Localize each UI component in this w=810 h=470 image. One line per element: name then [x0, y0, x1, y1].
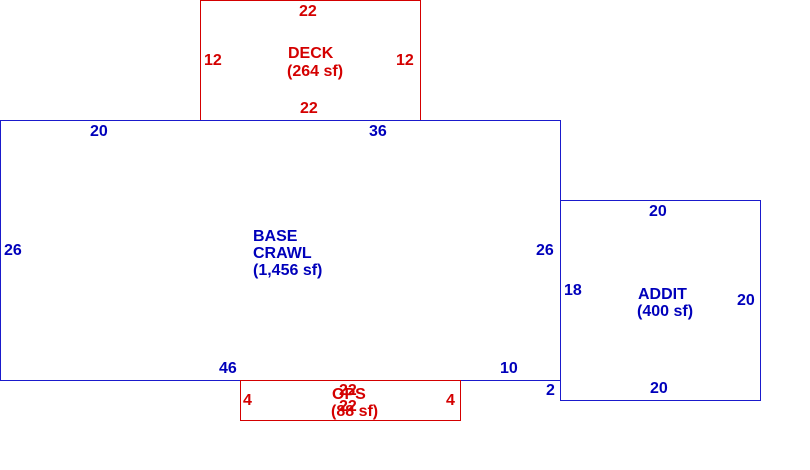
addit-dim-left: 18 [564, 282, 582, 299]
ops-outline [240, 380, 461, 421]
ops-dim-right: 4 [446, 392, 455, 409]
base-dim-bottom-left: 46 [219, 360, 237, 377]
deck-area: (264 sf) [287, 63, 344, 80]
base-dim-top-right: 36 [369, 123, 387, 140]
addit-dim-offset: 2 [546, 382, 555, 399]
deck-dim-top: 22 [299, 3, 317, 20]
base-dim-right: 26 [536, 242, 554, 259]
deck-dim-right: 12 [396, 52, 414, 69]
base-dim-left: 26 [4, 242, 22, 259]
base-area: (1,456 sf) [253, 262, 323, 279]
addit-outline [560, 200, 761, 401]
ops-name: OPS [332, 386, 366, 403]
base-dim-top-left: 20 [90, 123, 108, 140]
addit-dim-right: 20 [737, 292, 755, 309]
base-name-line1: BASE [253, 228, 298, 245]
addit-dim-top: 20 [649, 203, 667, 220]
ops-dim-top: 22 [339, 382, 357, 399]
addit-dim-bottom: 20 [650, 380, 668, 397]
addit-area: (400 sf) [637, 303, 694, 320]
ops-dim-left: 4 [243, 392, 252, 409]
ops-dim-bottom: 22 [339, 398, 357, 415]
deck-dim-bottom: 22 [300, 100, 318, 117]
deck-name: DECK [288, 45, 334, 62]
deck-dim-left: 12 [204, 52, 222, 69]
ops-area: (88 sf) [331, 403, 379, 420]
base-dim-bottom-right: 10 [500, 360, 518, 377]
base-name-line2: CRAWL [253, 245, 312, 262]
addit-name: ADDIT [638, 286, 687, 303]
